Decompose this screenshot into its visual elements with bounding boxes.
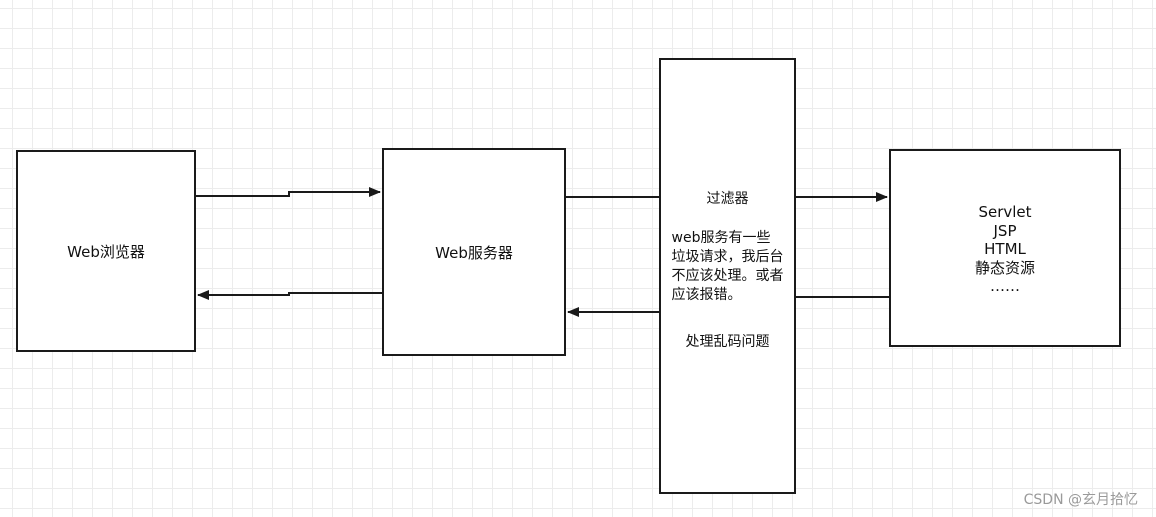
browser-node: Web浏览器 — [16, 150, 196, 352]
resource-static: 静态资源 — [974, 258, 1035, 277]
resource-jsp: JSP — [993, 221, 1017, 240]
resource-ellipsis: …… — [990, 277, 1020, 295]
watermark: CSDN @玄月拾忆 — [1023, 492, 1138, 508]
resource-html: HTML — [984, 240, 1026, 258]
resources-node: Servlet JSP HTML 静态资源 …… — [889, 149, 1121, 347]
web-server-node: Web服务器 — [382, 148, 566, 356]
resource-servlet: Servlet — [978, 203, 1032, 221]
browser-label: Web浏览器 — [67, 242, 145, 261]
filter-description: web服务有一些垃圾请求，我后台不应该处理。或者应该报错。 — [671, 230, 784, 303]
edge-webserver-to-browser — [197, 290, 382, 300]
web-server-label: Web服务器 — [435, 243, 513, 262]
edge-browser-to-webserver — [196, 187, 381, 197]
filter-node: 过滤器 web服务有一些垃圾请求，我后台不应该处理。或者应该报错。 处理乱码问题 — [659, 58, 796, 494]
filter-extra-note: 处理乱码问题 — [685, 334, 770, 350]
filter-title: 过滤器 — [706, 191, 749, 207]
